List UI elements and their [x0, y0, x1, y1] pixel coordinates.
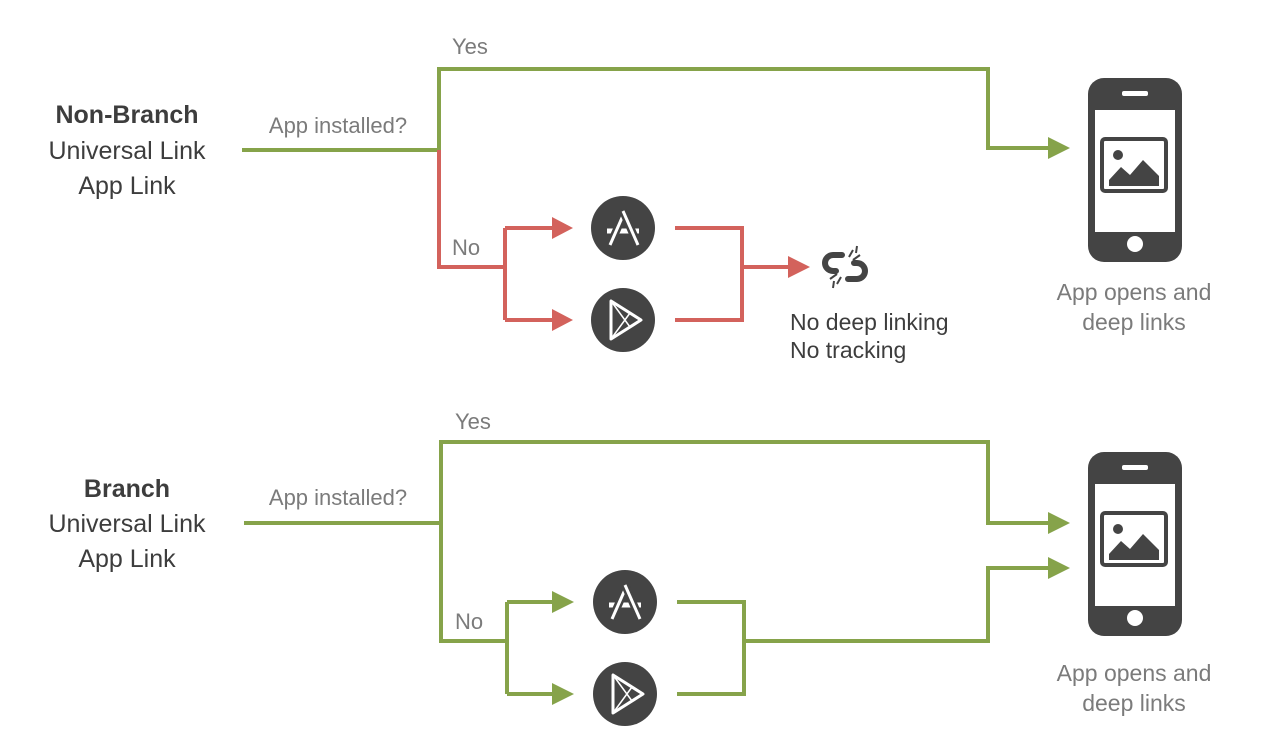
result-line: App opens and: [1057, 279, 1212, 305]
flow-branch: Branch Universal Link App Link App insta…: [48, 409, 1211, 726]
no-label: No: [455, 609, 483, 634]
source-title: Branch: [84, 475, 170, 503]
source-line: App Link: [78, 545, 176, 573]
store-merge-line: [675, 226, 744, 322]
to-google-play-arrowhead: [552, 683, 574, 705]
result-line: App opens and: [1057, 660, 1212, 686]
yes-line: [439, 440, 1052, 525]
no-line: [439, 523, 507, 643]
source-line: Universal Link: [48, 137, 206, 165]
no-line: [437, 150, 505, 269]
yes-label: Yes: [452, 34, 488, 59]
result-line: deep links: [1082, 309, 1186, 335]
source-title: Non-Branch: [55, 101, 198, 129]
question-label: App installed?: [269, 485, 407, 510]
google-play-icon: [593, 662, 657, 726]
broken-link-icon: [822, 245, 868, 289]
to-app-line: [744, 566, 1052, 643]
result-line: deep links: [1082, 690, 1186, 716]
app-store-icon: [591, 196, 655, 260]
flow-non-branch: Non-Branch Universal Link App Link App i…: [48, 34, 1211, 363]
yes-label: Yes: [455, 409, 491, 434]
failure-line: No tracking: [790, 337, 906, 363]
yes-arrowhead: [1048, 137, 1070, 159]
phone-icon: [1088, 452, 1182, 636]
to-app-store-arrowhead: [552, 591, 574, 613]
yes-line: [437, 67, 1052, 152]
question-label: App installed?: [269, 113, 407, 138]
store-merge-line: [677, 600, 746, 696]
app-store-icon: [593, 570, 657, 634]
yes-arrowhead: [1048, 512, 1070, 534]
no-label: No: [452, 235, 480, 260]
failure-line: No deep linking: [790, 309, 949, 335]
to-failure-arrowhead: [788, 256, 810, 278]
to-app-arrowhead: [1048, 557, 1070, 579]
google-play-icon: [591, 288, 655, 352]
to-app-store-arrowhead: [552, 217, 573, 239]
phone-icon: [1088, 78, 1182, 262]
source-line: App Link: [78, 172, 176, 200]
source-line: Universal Link: [48, 510, 206, 538]
to-google-play-arrowhead: [552, 309, 573, 331]
